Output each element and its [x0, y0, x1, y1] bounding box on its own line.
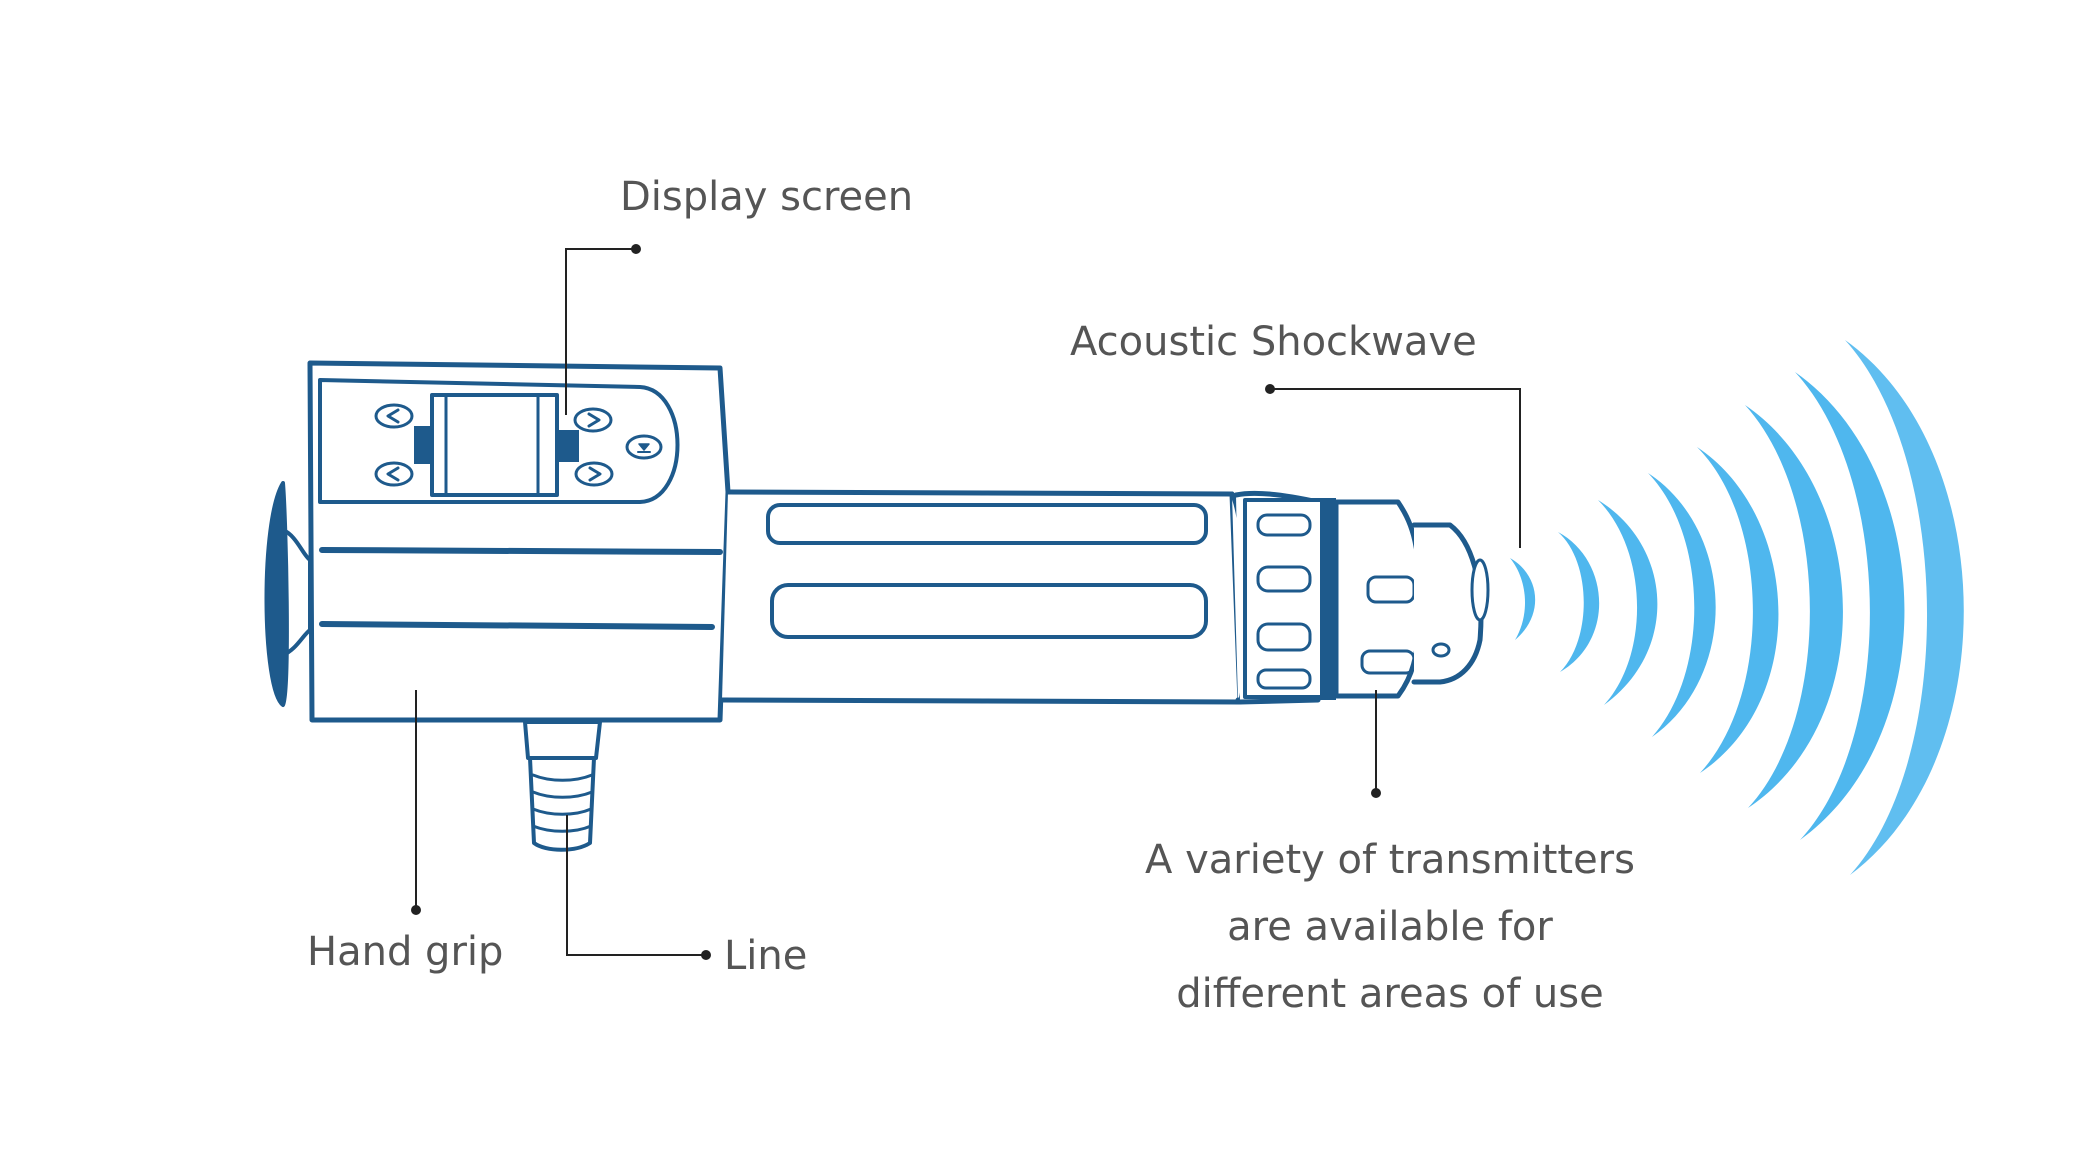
arrow-button-right-bottom	[574, 461, 614, 487]
wave-arc-6	[1745, 405, 1843, 808]
display-side-block-left	[414, 426, 432, 464]
barrel-slot-bottom	[770, 583, 1208, 639]
arrow-button-left-bottom	[374, 461, 414, 487]
end-cap	[264, 481, 289, 707]
leader-dot-transmitters	[1371, 788, 1381, 798]
grip-groove-2	[319, 621, 715, 630]
label-hand-grip: Hand grip	[307, 929, 504, 975]
cable-ribs	[531, 773, 594, 833]
menu-button	[625, 434, 663, 460]
barrel-slot-top	[766, 503, 1208, 545]
transmitter-tip	[1470, 558, 1490, 622]
wave-arc-2	[1558, 532, 1600, 672]
arrow-button-left-top	[374, 403, 414, 429]
display-side-block-right	[557, 430, 579, 462]
label-transmitters-line-2: are available for	[1227, 904, 1553, 950]
label-transmitters-line-1: A variety of transmitters	[1145, 837, 1635, 883]
leader-display-screen	[565, 248, 636, 415]
label-display-screen: Display screen	[620, 174, 914, 220]
label-transmitters: A variety of transmitters are available …	[1100, 827, 1680, 1028]
wave-arc-3	[1598, 500, 1658, 705]
cable-strain-relief	[528, 756, 596, 852]
label-acoustic-shockwave: Acoustic Shockwave	[1070, 319, 1477, 365]
wave-arc-1	[1510, 558, 1536, 640]
leader-line	[566, 815, 706, 956]
wave-arc-8	[1845, 340, 1964, 875]
arrow-button-right-top	[573, 407, 613, 433]
transmitter-ring	[1320, 498, 1336, 700]
shockwave-arcs	[1510, 340, 1964, 875]
leader-dot-hand-grip	[411, 905, 421, 915]
grip-groove-1	[319, 547, 723, 555]
label-line: Line	[724, 933, 808, 979]
leader-acoustic	[1270, 388, 1521, 548]
wave-arc-7	[1795, 372, 1905, 840]
leader-dot-display	[631, 244, 641, 254]
transmitter-nose	[1411, 522, 1484, 685]
housing-vents	[1256, 513, 1312, 690]
leader-dot-acoustic	[1265, 384, 1275, 394]
wave-arc-5	[1697, 447, 1779, 773]
wave-arc-4	[1648, 473, 1716, 737]
leader-dot-line	[701, 950, 711, 960]
cable-connector	[523, 720, 602, 760]
label-transmitters-line-3: different areas of use	[1176, 971, 1604, 1017]
transmitter-collar	[1333, 499, 1423, 699]
